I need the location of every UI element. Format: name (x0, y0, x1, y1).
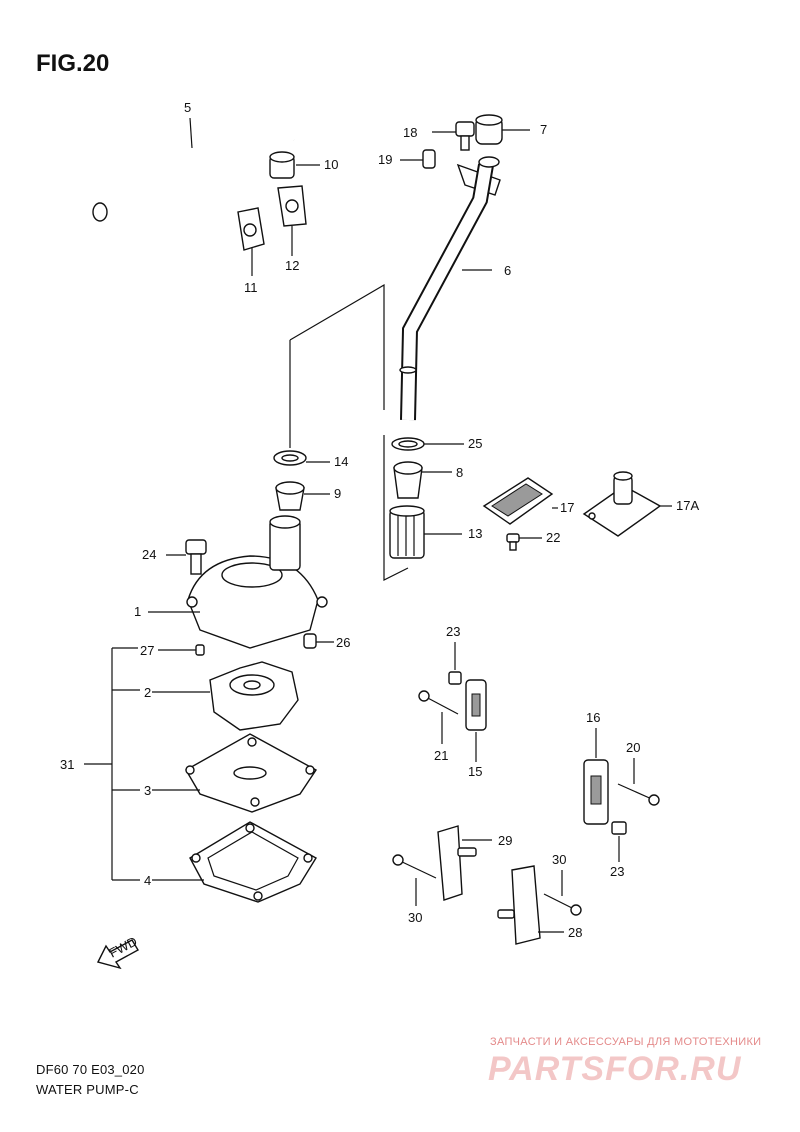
part-1-pump-housing (186, 515, 328, 649)
callout-4: 4 (144, 873, 151, 888)
part-23-nut-upper (448, 671, 462, 685)
part-17a-plate (582, 471, 662, 537)
callout-30-left: 30 (408, 910, 422, 925)
callout-9: 9 (334, 486, 341, 501)
callout-31: 31 (60, 757, 74, 772)
callout-14: 14 (334, 454, 348, 469)
part-27-pin (195, 644, 205, 656)
model-caption: DF60 70 E03_020 (36, 1062, 145, 1077)
part-7-grommet (475, 114, 503, 145)
part-30-screw-right (543, 893, 582, 916)
callout-11: 11 (244, 280, 258, 295)
callout-15: 15 (468, 764, 482, 779)
callout-18: 18 (403, 125, 417, 140)
watermark-logo: PARTSFOR.RU (488, 1050, 742, 1088)
callout-23-lower: 23 (610, 864, 624, 879)
callout-22: 22 (546, 530, 560, 545)
part-29-holder (437, 825, 477, 901)
part-30-screw-left (392, 854, 437, 879)
callout-12: 12 (285, 258, 299, 273)
callout-13: 13 (468, 526, 482, 541)
part-13-filter (389, 505, 425, 559)
part-20-screw (617, 783, 660, 806)
part-18-bolt (455, 121, 475, 151)
part-6-pipe (399, 156, 501, 421)
part-3-plate (185, 733, 318, 813)
callout-6: 6 (504, 263, 511, 278)
callout-24: 24 (142, 547, 156, 562)
part-17-plate (482, 477, 554, 525)
callout-25: 25 (468, 436, 482, 451)
callout-20: 20 (626, 740, 640, 755)
leader-lines (148, 117, 672, 933)
part-5-hose (92, 110, 299, 222)
part-8-grommet (393, 461, 423, 499)
part-22-screw (506, 533, 520, 551)
part-26-pin (303, 633, 317, 649)
callout-26: 26 (336, 635, 350, 650)
part-2-impeller (209, 661, 299, 731)
part-28-holder (497, 865, 541, 945)
part-15-holder (465, 679, 487, 731)
part-31-bracket (84, 647, 140, 881)
part-11-clip (237, 207, 265, 251)
callout-29: 29 (498, 833, 512, 848)
callout-30-right: 30 (552, 852, 566, 867)
callout-10: 10 (324, 157, 338, 172)
part-4-gasket (189, 821, 317, 903)
callout-28: 28 (568, 925, 582, 940)
callout-5: 5 (184, 100, 191, 115)
callout-21: 21 (434, 748, 448, 763)
part-10-grommet (269, 151, 295, 179)
part-19-pin (422, 149, 436, 169)
part-25-washer (391, 437, 425, 451)
part-24-bolt (185, 539, 207, 575)
part-16-holder (583, 759, 609, 825)
callout-7: 7 (540, 122, 547, 137)
callout-3: 3 (144, 783, 151, 798)
part-21-screw (418, 690, 459, 715)
callout-27: 27 (140, 643, 154, 658)
part-12-clip (277, 185, 307, 227)
fwd-arrow-icon: FWD (96, 934, 140, 970)
callout-16: 16 (586, 710, 600, 725)
watermark-tagline: ЗАПЧАСТИ И АКСЕССУАРЫ ДЛЯ МОТОТЕХНИКИ (490, 1036, 762, 1048)
figure-name-caption: WATER PUMP-C (36, 1082, 139, 1097)
figure-title: FIG.20 (36, 50, 110, 77)
callout-8: 8 (456, 465, 463, 480)
callout-17a: 17A (676, 498, 699, 513)
part-23-nut-lower (611, 821, 627, 835)
callout-2: 2 (144, 685, 151, 700)
part-14-washer (273, 450, 307, 466)
callout-19: 19 (378, 152, 392, 167)
callout-1: 1 (134, 604, 141, 619)
callout-17: 17 (560, 500, 574, 515)
callout-23-upper: 23 (446, 624, 460, 639)
part-9-grommet (275, 481, 305, 511)
